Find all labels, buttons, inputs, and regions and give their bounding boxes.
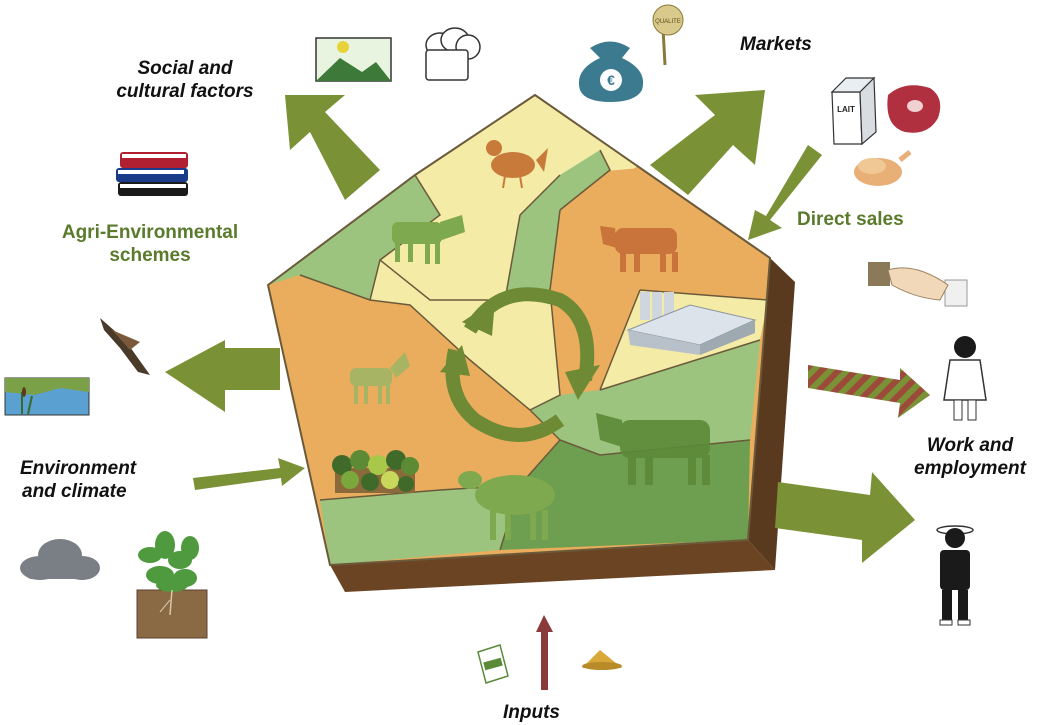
books-icon <box>116 152 188 196</box>
field-left-orange <box>268 275 560 500</box>
meat-icon <box>887 85 941 133</box>
milk-carton-icon: LAIT <box>830 76 877 146</box>
agri-label-line2: schemes <box>109 244 191 266</box>
work-employment-label: Work and employment <box>900 435 1040 481</box>
field-top-yellow <box>380 95 640 300</box>
wetland-icon <box>4 377 90 416</box>
plant-soil-icon <box>136 531 208 639</box>
cow-icon <box>392 215 465 264</box>
arrow-inputs <box>536 615 553 690</box>
chef-hat-icon <box>425 27 481 81</box>
inputs-label: Inputs <box>503 702 560 723</box>
arrow-environment-out <box>165 340 280 412</box>
arrow-markets <box>650 90 765 195</box>
arrow-environment-in <box>193 458 305 490</box>
svg-text:€: € <box>607 72 615 88</box>
hen-icon <box>486 140 548 189</box>
cloud-icon <box>20 539 100 580</box>
work-label-line2: employment <box>914 457 1026 479</box>
direct-sales-label: Direct sales <box>797 209 904 230</box>
field-bottom-dark-green <box>500 440 750 550</box>
bird-of-prey-icon <box>100 318 150 375</box>
social-label-line2: cultural factors <box>116 80 254 102</box>
field-middle-yellow <box>370 260 560 410</box>
env-label-line1: Environment <box>20 458 137 479</box>
pentagon-bottom-side <box>330 540 775 592</box>
svg-text:QUALITE: QUALITE <box>655 19 681 25</box>
worker-white-coat-icon <box>943 336 987 421</box>
field-top-left-green <box>268 175 440 300</box>
money-bag-icon: € <box>578 41 644 102</box>
farm-building-icon <box>626 292 757 355</box>
agri-label-line1: Agri-Environmental <box>61 222 239 243</box>
field-right-orange <box>550 165 770 395</box>
arrow-direct-sales <box>748 145 822 240</box>
farmer-icon <box>936 525 974 626</box>
hedgerow-trees-icon <box>332 450 419 493</box>
env-label-line2: and climate <box>22 480 127 502</box>
goat-icon <box>350 352 410 404</box>
big-cow-icon <box>596 413 710 485</box>
handshake-icon <box>868 262 968 307</box>
grain-pile-icon <box>582 650 622 670</box>
chicken-meat-icon <box>854 150 912 186</box>
landscape-icon <box>315 37 392 82</box>
arrow-social <box>285 95 380 200</box>
environment-climate-label: Environment and climate <box>20 458 136 504</box>
bull-icon <box>600 226 678 272</box>
arrow-work-hatched <box>808 365 930 418</box>
arrow-work-farmer <box>775 472 915 563</box>
svg-text:LAIT: LAIT <box>837 105 855 114</box>
work-label-line1: Work and <box>926 435 1014 456</box>
sheep-icon <box>458 471 555 540</box>
markets-label: Markets <box>740 34 812 55</box>
seed-bag-icon <box>477 644 509 684</box>
quality-tag-icon: QUALITE <box>652 4 684 66</box>
social-label-line1: Social and <box>137 58 233 79</box>
social-cultural-label: Social and cultural factors <box>110 58 260 104</box>
pentagon-right-side <box>748 258 795 570</box>
farm-pentagon <box>266 93 795 592</box>
agri-environmental-label: Agri-Environmental schemes <box>40 222 260 268</box>
field-bottom-light-green <box>320 485 520 565</box>
